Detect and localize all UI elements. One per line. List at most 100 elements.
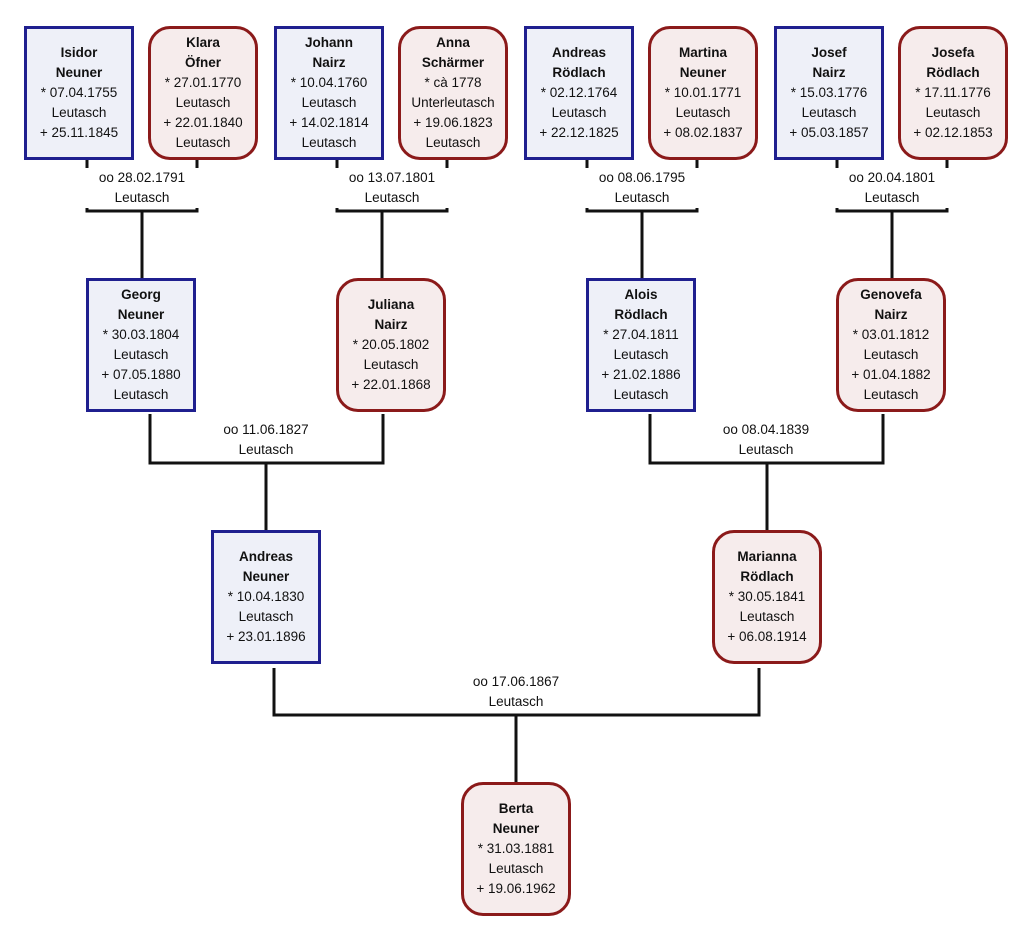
- marriage-label-m2: oo 13.07.1801 Leutasch: [332, 168, 452, 208]
- last-name: Öfner: [184, 55, 221, 70]
- marriage-date: oo 11.06.1827: [223, 422, 309, 437]
- death-place: Leutasch: [425, 135, 481, 150]
- death-date: + 19.06.1962: [476, 881, 556, 896]
- death-place: Leutasch: [613, 387, 669, 402]
- person-marianna-rodlach[interactable]: Marianna Rödlach * 30.05.1841 Leutasch +…: [712, 530, 822, 664]
- person-anna-scharmer[interactable]: Anna Schärmer * cà 1778 Unterleutasch + …: [398, 26, 508, 160]
- first-name: Georg: [121, 287, 161, 302]
- first-name: Anna: [436, 35, 470, 50]
- marriage-label-m3: oo 08.06.1795 Leutasch: [582, 168, 702, 208]
- birth-date: * 17.11.1776: [915, 85, 991, 100]
- person-josef-nairz[interactable]: Josef Nairz * 15.03.1776 Leutasch + 05.0…: [774, 26, 884, 160]
- birth-place: Leutasch: [801, 105, 857, 120]
- last-name: Schärmer: [421, 55, 485, 70]
- last-name: Neuner: [679, 65, 727, 80]
- marriage-place: Leutasch: [364, 190, 420, 205]
- last-name: Neuner: [242, 569, 290, 584]
- birth-date: * 20.05.1802: [352, 337, 430, 352]
- death-date: + 07.05.1880: [101, 367, 181, 382]
- last-name: Nairz: [812, 65, 846, 80]
- birth-date: * 31.03.1881: [477, 841, 555, 856]
- person-alois-rodlach[interactable]: Alois Rödlach * 27.04.1811 Leutasch + 21…: [586, 278, 696, 412]
- marriage-date: oo 28.02.1791: [98, 170, 186, 185]
- person-georg-neuner[interactable]: Georg Neuner * 30.03.1804 Leutasch + 07.…: [86, 278, 196, 412]
- birth-date: * 10.01.1771: [664, 85, 742, 100]
- birth-date: * 07.04.1755: [40, 85, 118, 100]
- first-name: Josefa: [931, 45, 975, 60]
- death-date: + 25.11.1845: [39, 125, 119, 140]
- connector-m6: [648, 414, 885, 530]
- last-name: Rödlach: [552, 65, 606, 80]
- death-date: + 22.01.1868: [351, 377, 431, 392]
- first-name: Martina: [678, 45, 727, 60]
- person-josefa-rodlach[interactable]: Josefa Rödlach * 17.11.1776 Leutasch + 0…: [898, 26, 1008, 160]
- marriage-place: Leutasch: [738, 442, 794, 457]
- marriage-place: Leutasch: [488, 694, 544, 709]
- birth-place: Leutasch: [675, 105, 731, 120]
- first-name: Berta: [498, 801, 534, 816]
- birth-place: Leutasch: [113, 347, 169, 362]
- person-klara-ofner[interactable]: Klara Öfner * 27.01.1770 Leutasch + 22.0…: [148, 26, 258, 160]
- birth-date: * 10.04.1830: [227, 589, 305, 604]
- last-name: Neuner: [117, 307, 165, 322]
- birth-date: * 27.01.1770: [164, 75, 242, 90]
- death-date: + 01.04.1882: [851, 367, 931, 382]
- first-name: Andreas: [238, 549, 294, 564]
- last-name: Neuner: [55, 65, 103, 80]
- first-name: Isidor: [60, 45, 98, 60]
- person-juliana-nairz[interactable]: Juliana Nairz * 20.05.1802 Leutasch + 22…: [336, 278, 446, 412]
- marriage-place: Leutasch: [614, 190, 670, 205]
- death-place: Leutasch: [113, 387, 169, 402]
- death-place: Leutasch: [175, 135, 231, 150]
- person-andreas-neuner[interactable]: Andreas Neuner * 10.04.1830 Leutasch + 2…: [211, 530, 321, 664]
- birth-date: * 02.12.1764: [540, 85, 618, 100]
- last-name: Rödlach: [926, 65, 980, 80]
- death-date: + 22.01.1840: [163, 115, 243, 130]
- death-date: + 06.08.1914: [727, 629, 807, 644]
- birth-date: * 03.01.1812: [852, 327, 930, 342]
- marriage-label-m4: oo 20.04.1801 Leutasch: [832, 168, 952, 208]
- death-date: + 05.03.1857: [789, 125, 869, 140]
- birth-place: Leutasch: [551, 105, 607, 120]
- first-name: Josef: [811, 45, 847, 60]
- death-date: + 08.02.1837: [663, 125, 743, 140]
- birth-place: Leutasch: [363, 357, 419, 372]
- birth-date: * 10.04.1760: [290, 75, 368, 90]
- first-name: Alois: [624, 287, 658, 302]
- marriage-label-m6: oo 08.04.1839 Leutasch: [706, 420, 826, 460]
- birth-place: Leutasch: [488, 861, 544, 876]
- birth-place: Leutasch: [51, 105, 107, 120]
- birth-place: Leutasch: [175, 95, 231, 110]
- birth-date: * 15.03.1776: [790, 85, 868, 100]
- first-name: Klara: [186, 35, 220, 50]
- death-date: + 23.01.1896: [226, 629, 306, 644]
- first-name: Johann: [304, 35, 353, 50]
- marriage-date: oo 20.04.1801: [848, 170, 936, 185]
- person-martina-neuner[interactable]: Martina Neuner * 10.01.1771 Leutasch + 0…: [648, 26, 758, 160]
- birth-date: * cà 1778: [424, 75, 482, 90]
- marriage-date: oo 08.04.1839: [722, 422, 810, 437]
- death-date: + 14.02.1814: [289, 115, 369, 130]
- first-name: Juliana: [367, 297, 415, 312]
- last-name: Nairz: [312, 55, 346, 70]
- birth-date: * 30.05.1841: [728, 589, 806, 604]
- death-place: Leutasch: [301, 135, 357, 150]
- marriage-date: oo 17.06.1867: [472, 674, 560, 689]
- first-name: Marianna: [737, 549, 797, 564]
- last-name: Rödlach: [614, 307, 668, 322]
- person-genovefa-nairz[interactable]: Genovefa Nairz * 03.01.1812 Leutasch + 0…: [836, 278, 946, 412]
- birth-place: Leutasch: [925, 105, 981, 120]
- death-date: + 22.12.1825: [539, 125, 619, 140]
- last-name: Nairz: [874, 307, 908, 322]
- person-andreas-rodlach[interactable]: Andreas Rödlach * 02.12.1764 Leutasch + …: [524, 26, 634, 160]
- first-name: Genovefa: [860, 287, 922, 302]
- marriage-label-m5: oo 11.06.1827 Leutasch: [206, 420, 326, 460]
- birth-place: Leutasch: [863, 347, 919, 362]
- last-name: Nairz: [374, 317, 408, 332]
- marriage-place: Leutasch: [114, 190, 170, 205]
- birth-place: Leutasch: [739, 609, 795, 624]
- person-isidor-neuner[interactable]: Isidor Neuner * 07.04.1755 Leutasch + 25…: [24, 26, 134, 160]
- person-johann-nairz[interactable]: Johann Nairz * 10.04.1760 Leutasch + 14.…: [274, 26, 384, 160]
- person-berta-neuner[interactable]: Berta Neuner * 31.03.1881 Leutasch + 19.…: [461, 782, 571, 916]
